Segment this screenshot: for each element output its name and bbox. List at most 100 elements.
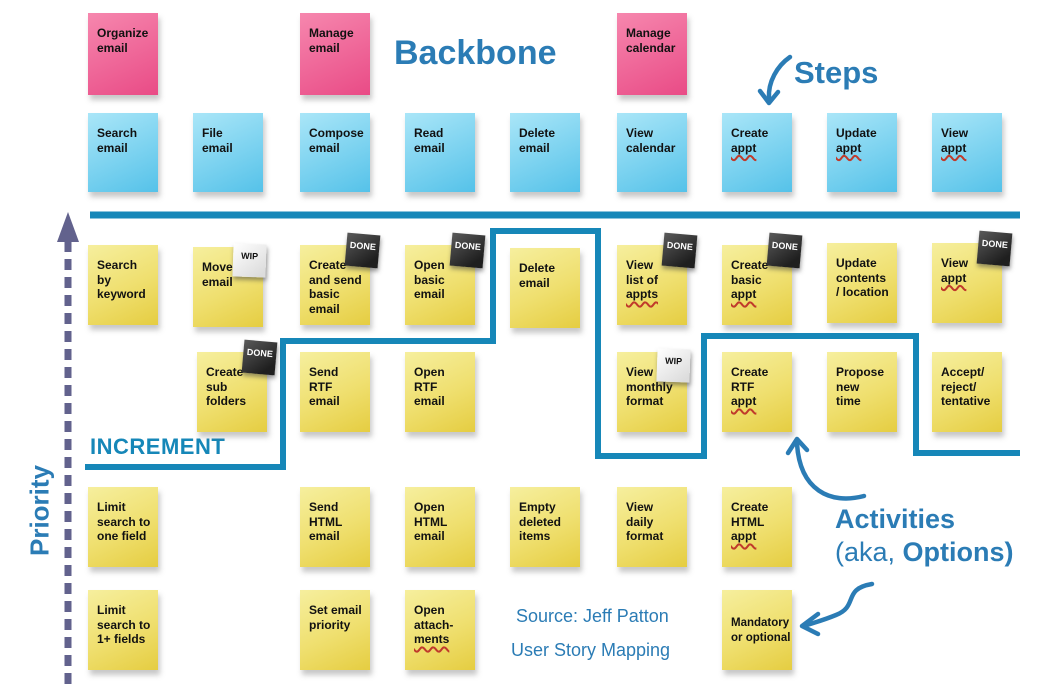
note-line: keyword [97, 287, 146, 301]
note-line: Propose [836, 365, 885, 379]
note-line: Send [309, 500, 339, 514]
source-attribution-line1: Source: Jeff Patton [516, 606, 669, 626]
note-line: Update [836, 256, 877, 270]
note-line: View [626, 258, 654, 272]
note-line: search to [97, 514, 151, 529]
note-line: appt [941, 140, 967, 155]
note-line: ments [414, 632, 450, 646]
activities-label-line1: Activities [835, 504, 956, 534]
note-line: format [626, 529, 664, 543]
note-line: basic [414, 272, 445, 287]
note-line: File [202, 126, 223, 140]
done-tag[interactable]: DONE [766, 232, 803, 269]
note-line: Accept/ [941, 365, 985, 379]
activities-label-line2: (aka, Options) [835, 536, 1014, 569]
note-line: new [836, 379, 860, 394]
note-line: Read [414, 126, 444, 140]
steps-label: Steps [794, 55, 879, 90]
note-line: basic [309, 287, 340, 301]
note-line: monthly [626, 379, 673, 394]
note-line: sub [206, 379, 228, 394]
note-line: / location [836, 285, 889, 299]
note-line: email [309, 140, 340, 155]
note-line: View [626, 126, 654, 140]
done-tag[interactable]: DONE [241, 339, 278, 376]
note-line: appt [941, 270, 967, 285]
note-line: Create [206, 365, 244, 379]
note-line: Create [309, 258, 347, 272]
note-line: email [202, 140, 233, 155]
note-line: Mandatory [731, 617, 790, 629]
note-line: calendar [626, 40, 676, 55]
note-line: RTF [731, 379, 755, 394]
note-line: folders [206, 394, 247, 408]
note-line: by [97, 272, 112, 287]
note-line: email [309, 529, 340, 543]
activities-label: Activities (aka, Options) [835, 503, 1014, 569]
wip-tag[interactable]: WIP [656, 348, 691, 383]
note-line: Open [414, 365, 445, 379]
done-tag[interactable]: DONE [344, 232, 381, 269]
wip-tag[interactable]: WIP [232, 243, 267, 278]
note-accept-reject-tentative[interactable]: Accept/reject/tentative [932, 352, 1002, 432]
note-line: Delete [519, 126, 556, 140]
note-line: priority [309, 617, 351, 632]
note-line: Organize [97, 26, 149, 40]
note-line: time [836, 394, 861, 408]
note-line: Open [414, 500, 445, 514]
note-line: HTML [731, 514, 765, 529]
note-line: View [941, 126, 969, 140]
note-line: email [97, 40, 128, 55]
note-line: format [626, 394, 664, 408]
note-line: Open [414, 258, 445, 272]
note-line: email [309, 40, 340, 55]
note-line: Manage [626, 26, 671, 40]
done-tag[interactable]: DONE [661, 232, 698, 269]
note-line: email [309, 394, 340, 408]
note-line: Open [414, 603, 445, 617]
done-tag[interactable]: DONE [449, 232, 486, 269]
note-line: appt [731, 394, 757, 408]
note-line: 1+ fields [97, 632, 146, 646]
note-line: email [519, 275, 550, 290]
done-tag[interactable]: DONE [976, 230, 1013, 267]
